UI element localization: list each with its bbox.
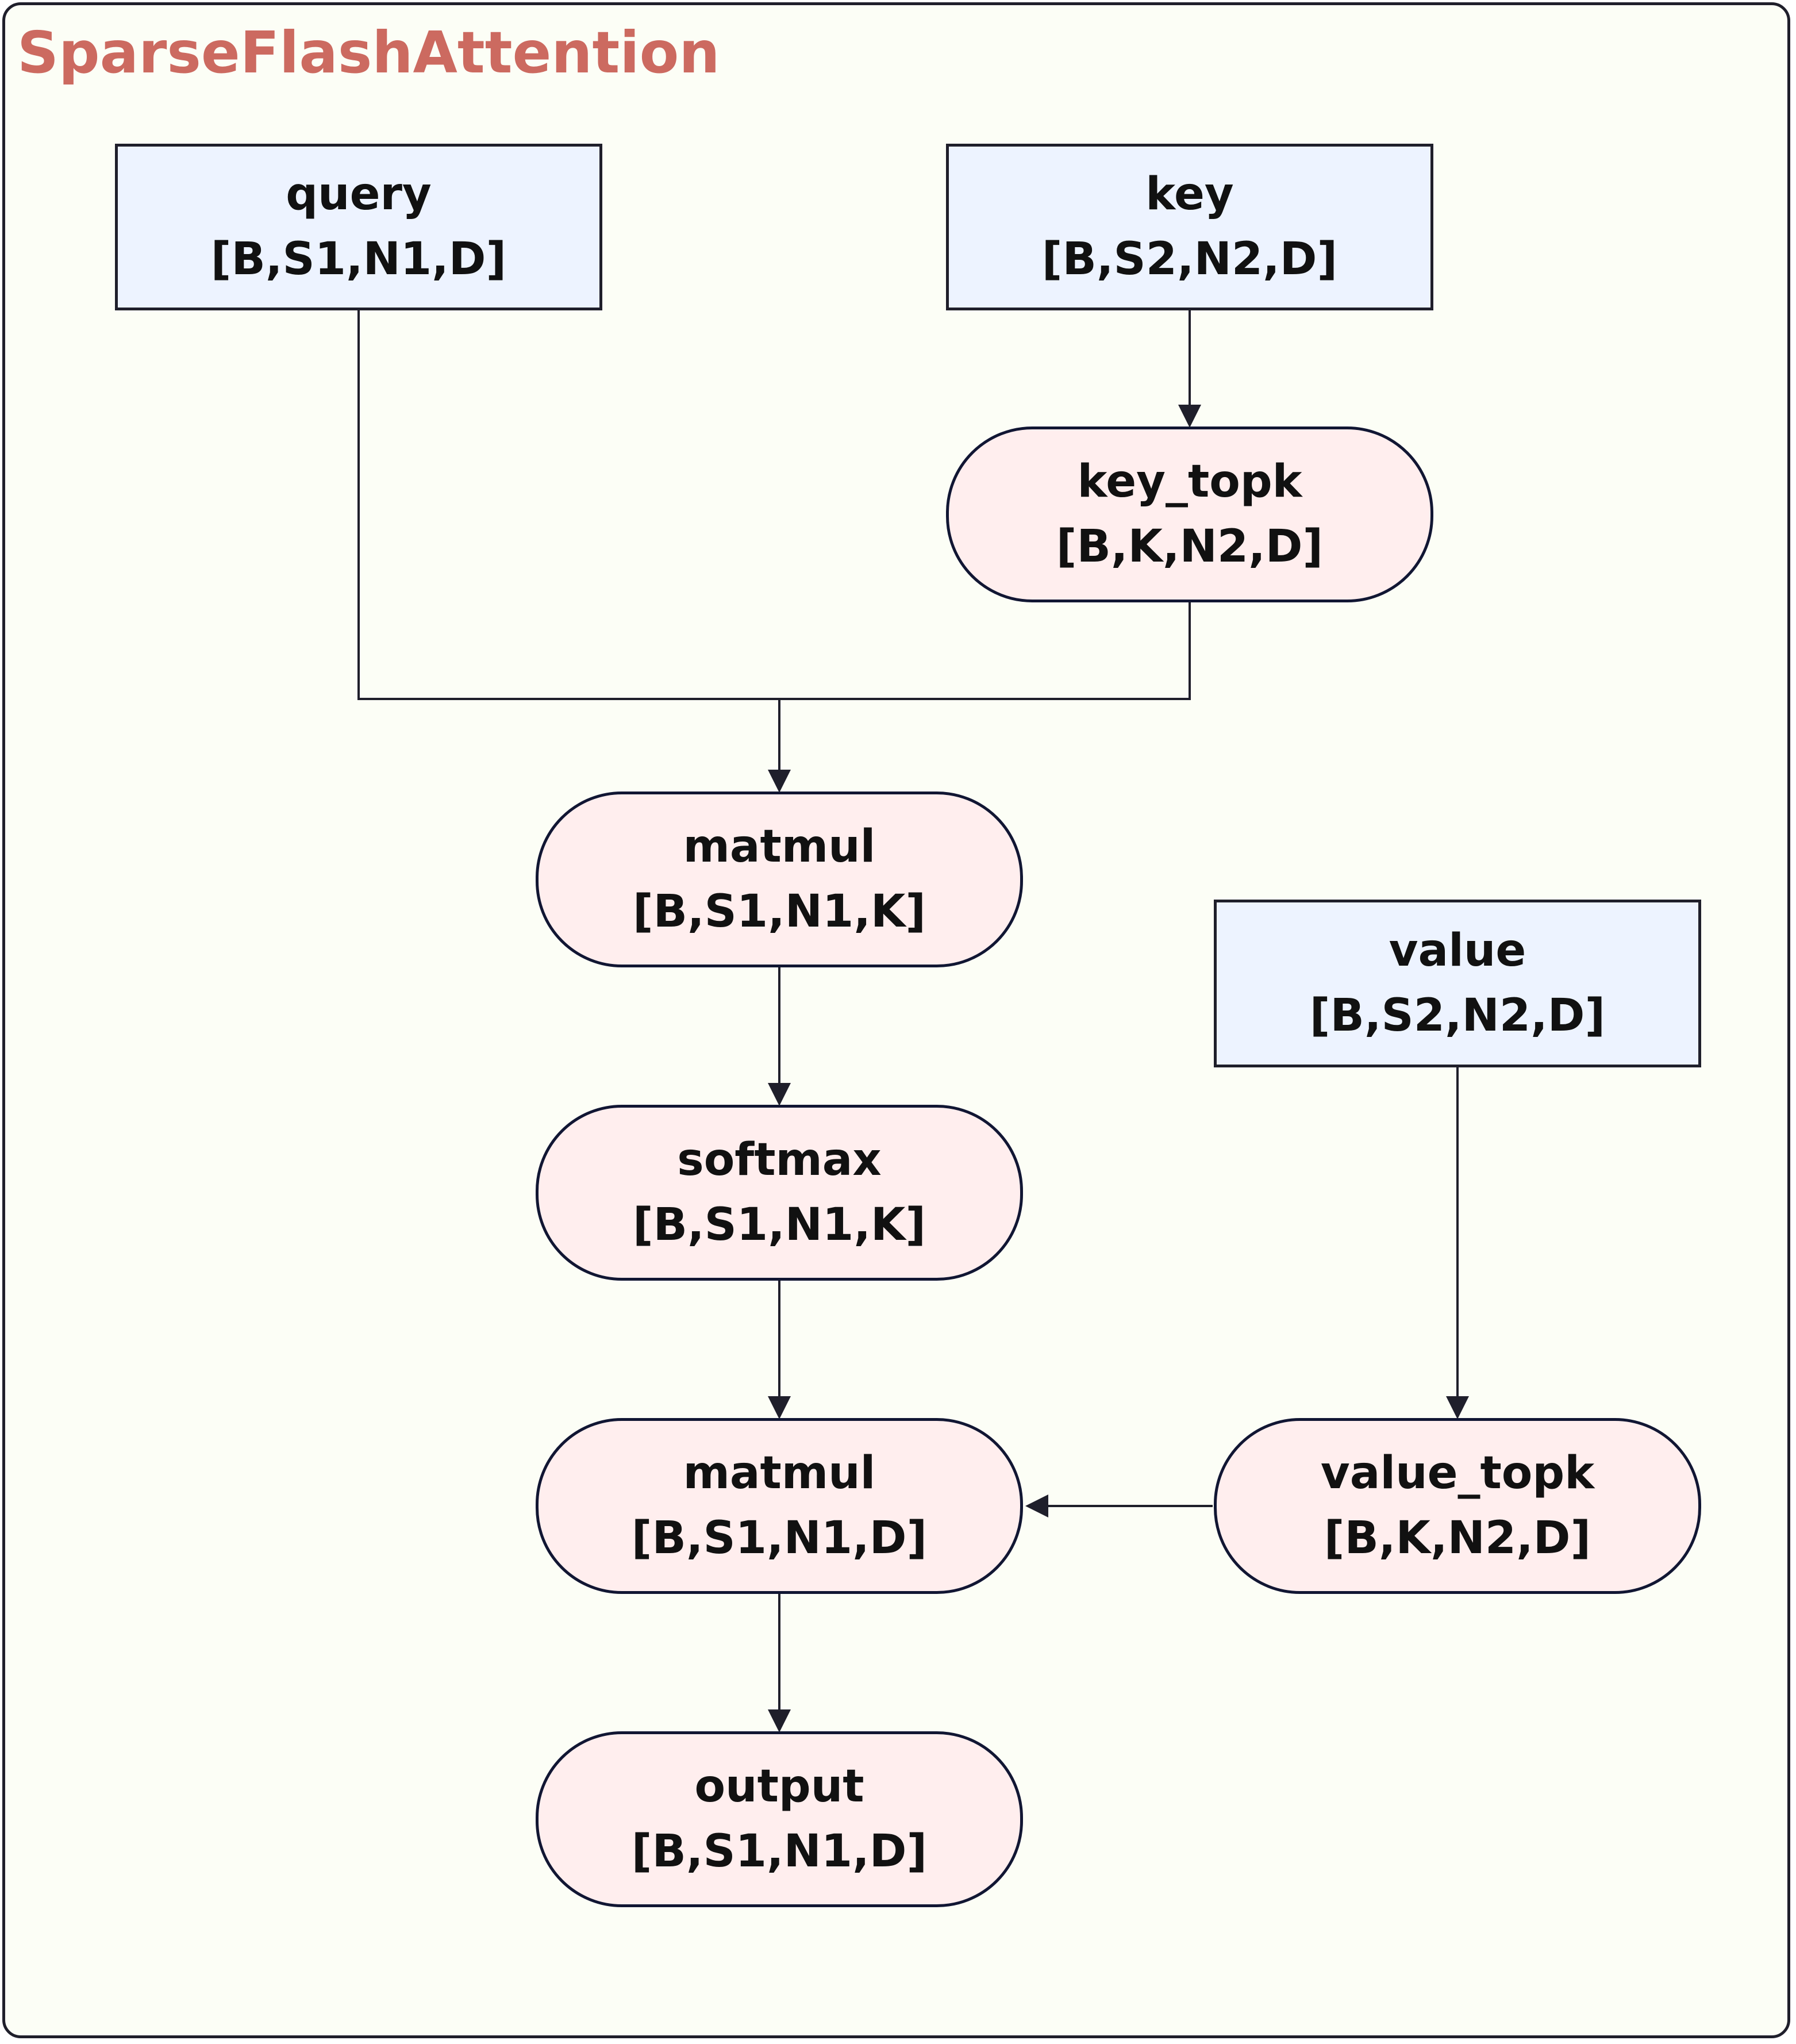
softmax-node[interactable]: softmax [B,S1,N1,K] [536,1105,1023,1281]
edge-query-to-merge [357,309,1191,700]
value-node[interactable]: value [B,S2,N2,D] [1214,900,1701,1067]
node-label: matmul [683,1447,876,1499]
node-shape: [B,K,N2,D] [1324,1512,1591,1564]
node-shape: [B,S1,N1,D] [631,1512,928,1564]
matmul-node-1[interactable]: matmul [B,S1,N1,K] [536,792,1023,967]
query-node[interactable]: query [B,S1,N1,D] [115,144,602,310]
matmul-node-2[interactable]: matmul [B,S1,N1,D] [536,1418,1023,1594]
node-shape: [B,S2,N2,D] [1309,990,1606,1042]
node-label: value_topk [1320,1447,1595,1499]
value-topk-node[interactable]: value_topk [B,K,N2,D] [1214,1418,1701,1594]
output-node[interactable]: output [B,S1,N1,D] [536,1731,1023,1907]
node-label: key [1145,168,1234,220]
node-label: value [1389,924,1526,977]
diagram-title: SparseFlashAttention [17,19,720,86]
key-node[interactable]: key [B,S2,N2,D] [946,144,1433,310]
node-shape: [B,S1,N1,K] [632,886,926,938]
node-label: query [286,168,432,220]
node-label: key_topk [1077,455,1302,508]
node-shape: [B,K,N2,D] [1056,521,1324,573]
node-shape: [B,S2,N2,D] [1041,233,1338,285]
node-label: output [694,1760,864,1812]
node-shape: [B,S1,N1,D] [631,1826,928,1877]
node-label: matmul [683,820,876,873]
key-topk-node[interactable]: key_topk [B,K,N2,D] [946,427,1433,602]
node-shape: [B,S1,N1,D] [210,233,507,285]
node-label: softmax [677,1134,882,1186]
node-shape: [B,S1,N1,K] [632,1199,926,1251]
